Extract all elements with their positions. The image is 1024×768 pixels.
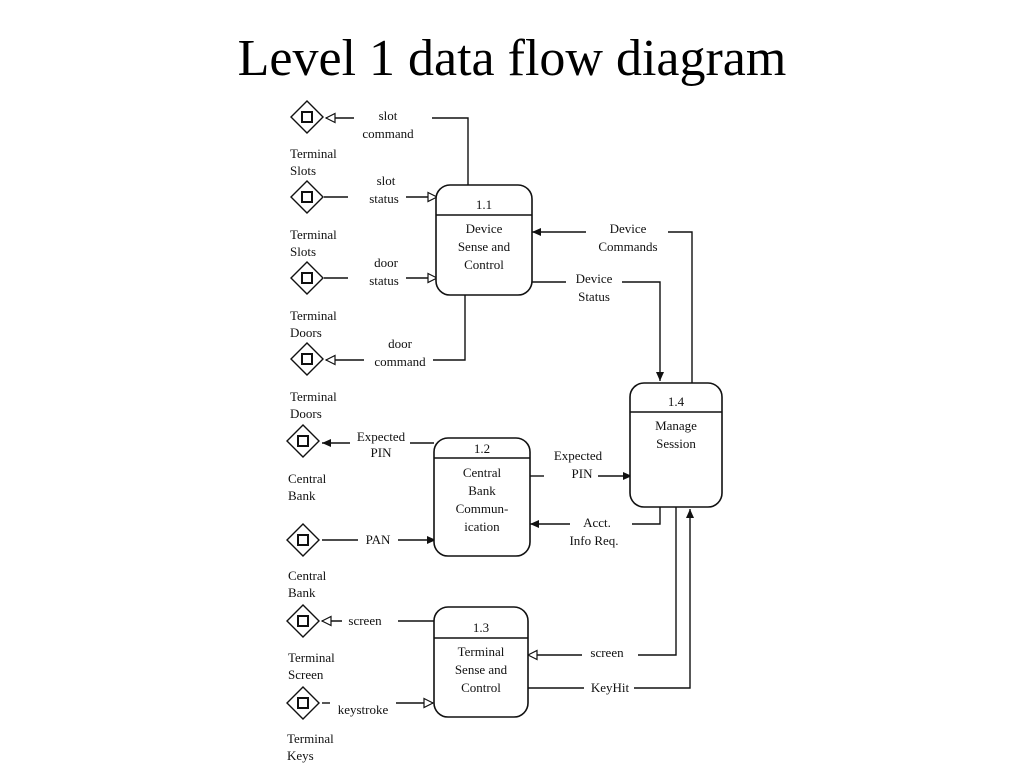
flow-label: KeyHit xyxy=(591,680,630,695)
terminator-label: Screen xyxy=(288,667,324,682)
flow-label: Info Req. xyxy=(569,533,618,548)
flow-label: PAN xyxy=(366,532,391,547)
process-box xyxy=(433,437,531,557)
flow-label: Commands xyxy=(598,239,657,254)
terminator-label: Doors xyxy=(290,325,322,340)
flow-line-device-commands xyxy=(668,231,693,383)
process-label: Session xyxy=(656,436,696,451)
terminator-diamond-icon xyxy=(290,261,324,295)
process-label: Terminal xyxy=(458,644,505,659)
flow-label: PIN xyxy=(572,466,594,481)
flow-line-acct-info-req xyxy=(632,507,661,525)
terminator-square-icon xyxy=(297,615,309,627)
terminator-terminal-keys: Terminal Keys xyxy=(286,686,334,763)
terminator-diamond-icon xyxy=(286,686,320,720)
terminator-square-icon xyxy=(301,191,313,203)
process-box xyxy=(435,184,533,296)
terminator-label: Bank xyxy=(288,585,316,600)
flow-label: status xyxy=(369,273,399,288)
terminator-diamond-icon xyxy=(286,523,320,557)
terminator-label: Terminal xyxy=(290,227,337,242)
process-1-2: 1.2 Central Bank Commun- ication xyxy=(433,437,531,557)
process-box xyxy=(433,606,529,718)
process-label: Control xyxy=(464,257,504,272)
terminator-diamond-icon xyxy=(286,424,320,458)
flow-label: Status xyxy=(578,289,610,304)
terminator-label: Terminal xyxy=(290,389,337,404)
flow-arrow-keyhit xyxy=(634,509,694,689)
flow-label: slot xyxy=(377,173,396,188)
terminator-label: Slots xyxy=(290,163,316,178)
flow-label: screen xyxy=(348,613,382,628)
slide-title: Level 1 data flow diagram xyxy=(237,30,787,87)
terminator-label: Keys xyxy=(287,748,314,763)
process-1-4: 1.4 Manage Session xyxy=(629,382,723,508)
terminator-central-bank-1: Central Bank xyxy=(286,424,327,503)
terminator-label: Terminal xyxy=(287,731,334,746)
flow-line-door-command xyxy=(433,295,466,361)
terminator-square-icon xyxy=(301,353,313,365)
flow-label: status xyxy=(369,191,399,206)
process-label: ication xyxy=(464,519,500,534)
process-id: 1.3 xyxy=(473,620,489,635)
flow-label: Device xyxy=(576,271,613,286)
process-box xyxy=(629,382,723,508)
terminator-square-icon xyxy=(301,272,313,284)
process-label: Manage xyxy=(655,418,697,433)
flow-label: PIN xyxy=(371,445,393,460)
terminator-label: Terminal xyxy=(290,308,337,323)
process-label: Sense and xyxy=(455,662,508,677)
terminator-diamond-icon xyxy=(286,604,320,638)
flow-label: door xyxy=(388,336,413,351)
terminator-square-icon xyxy=(297,534,309,546)
terminator-label: Doors xyxy=(290,406,322,421)
process-label: Commun- xyxy=(456,501,509,516)
process-label: Sense and xyxy=(458,239,511,254)
terminator-central-bank-2: Central Bank xyxy=(286,523,327,600)
terminator-diamond-icon xyxy=(290,342,324,376)
process-label: Device xyxy=(466,221,503,236)
flow-label: Expected xyxy=(357,429,406,444)
process-label: Central xyxy=(463,465,502,480)
process-label: Control xyxy=(461,680,501,695)
terminator-terminal-doors-1: Terminal Doors xyxy=(290,261,337,340)
terminator-label: Terminal xyxy=(290,146,337,161)
flow-label: Device xyxy=(610,221,647,236)
terminator-square-icon xyxy=(301,111,313,123)
terminator-terminal-slots-2: Terminal Slots xyxy=(290,180,337,259)
flow-label: keystroke xyxy=(338,702,389,717)
terminator-diamond-icon xyxy=(290,180,324,214)
terminator-diamond-icon xyxy=(290,100,324,134)
terminator-label: Terminal xyxy=(288,650,335,665)
flow-label: screen xyxy=(590,645,624,660)
terminator-label: Slots xyxy=(290,244,316,259)
process-id: 1.4 xyxy=(668,394,685,409)
terminator-square-icon xyxy=(297,435,309,447)
terminator-square-icon xyxy=(297,697,309,709)
process-id: 1.2 xyxy=(474,441,490,456)
flow-label: slot xyxy=(379,108,398,123)
process-id: 1.1 xyxy=(476,197,492,212)
flow-line-slot-command xyxy=(432,117,469,185)
process-1-1: 1.1 Device Sense and Control xyxy=(435,184,533,296)
terminator-label: Bank xyxy=(288,488,316,503)
flow-label: command xyxy=(374,354,426,369)
flow-label: command xyxy=(362,126,414,141)
process-1-3: 1.3 Terminal Sense and Control xyxy=(433,606,529,718)
terminator-label: Central xyxy=(288,471,327,486)
terminator-terminal-screen: Terminal Screen xyxy=(286,604,335,682)
process-label: Bank xyxy=(468,483,496,498)
terminator-terminal-doors-2: Terminal Doors xyxy=(290,342,337,421)
flow-label: Acct. xyxy=(583,515,611,530)
flow-line-screen-in xyxy=(638,507,677,656)
flow-label: door xyxy=(374,255,399,270)
flow-label: Expected xyxy=(554,448,603,463)
terminator-terminal-slots-1: Terminal Slots xyxy=(290,100,337,178)
flow-arrow-device-status xyxy=(622,281,664,381)
terminator-label: Central xyxy=(288,568,327,583)
